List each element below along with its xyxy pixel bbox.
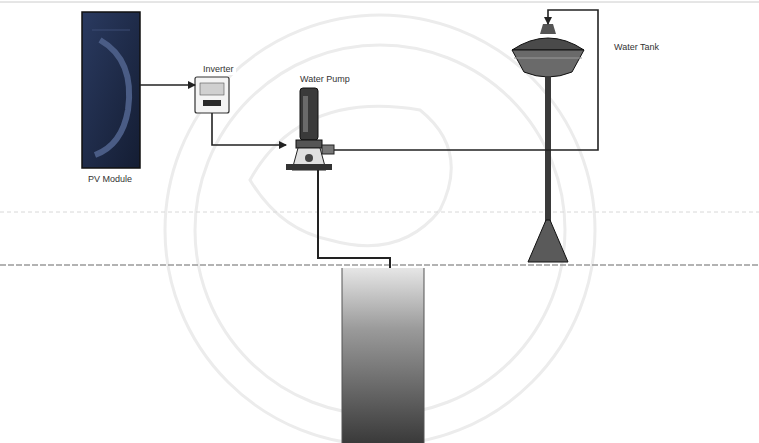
- water-pump-node: Water Pump: [286, 88, 334, 170]
- component-label: Inverter: [201, 64, 236, 75]
- watermark-seal: [165, 15, 595, 443]
- component-label: PV Module: [86, 174, 134, 185]
- water-pump: [286, 88, 334, 170]
- inverter-node: Inverter: [195, 77, 229, 113]
- inverter-box: [195, 77, 229, 113]
- pv-panel: [82, 12, 140, 168]
- pv-module-node: PV Module: [82, 12, 140, 168]
- well: [342, 268, 424, 443]
- ground-line: [0, 264, 759, 266]
- component-label: Water Pump: [298, 74, 352, 85]
- flow-connector: [334, 10, 598, 150]
- guide-line: [0, 212, 759, 213]
- flow-connector: [212, 113, 286, 145]
- flow-connector: [140, 84, 195, 86]
- water-tank: [512, 24, 584, 262]
- component-label: Water Tank: [612, 42, 661, 53]
- water-tank-node: Water Tank: [512, 24, 584, 262]
- frame-line: [0, 2, 759, 3]
